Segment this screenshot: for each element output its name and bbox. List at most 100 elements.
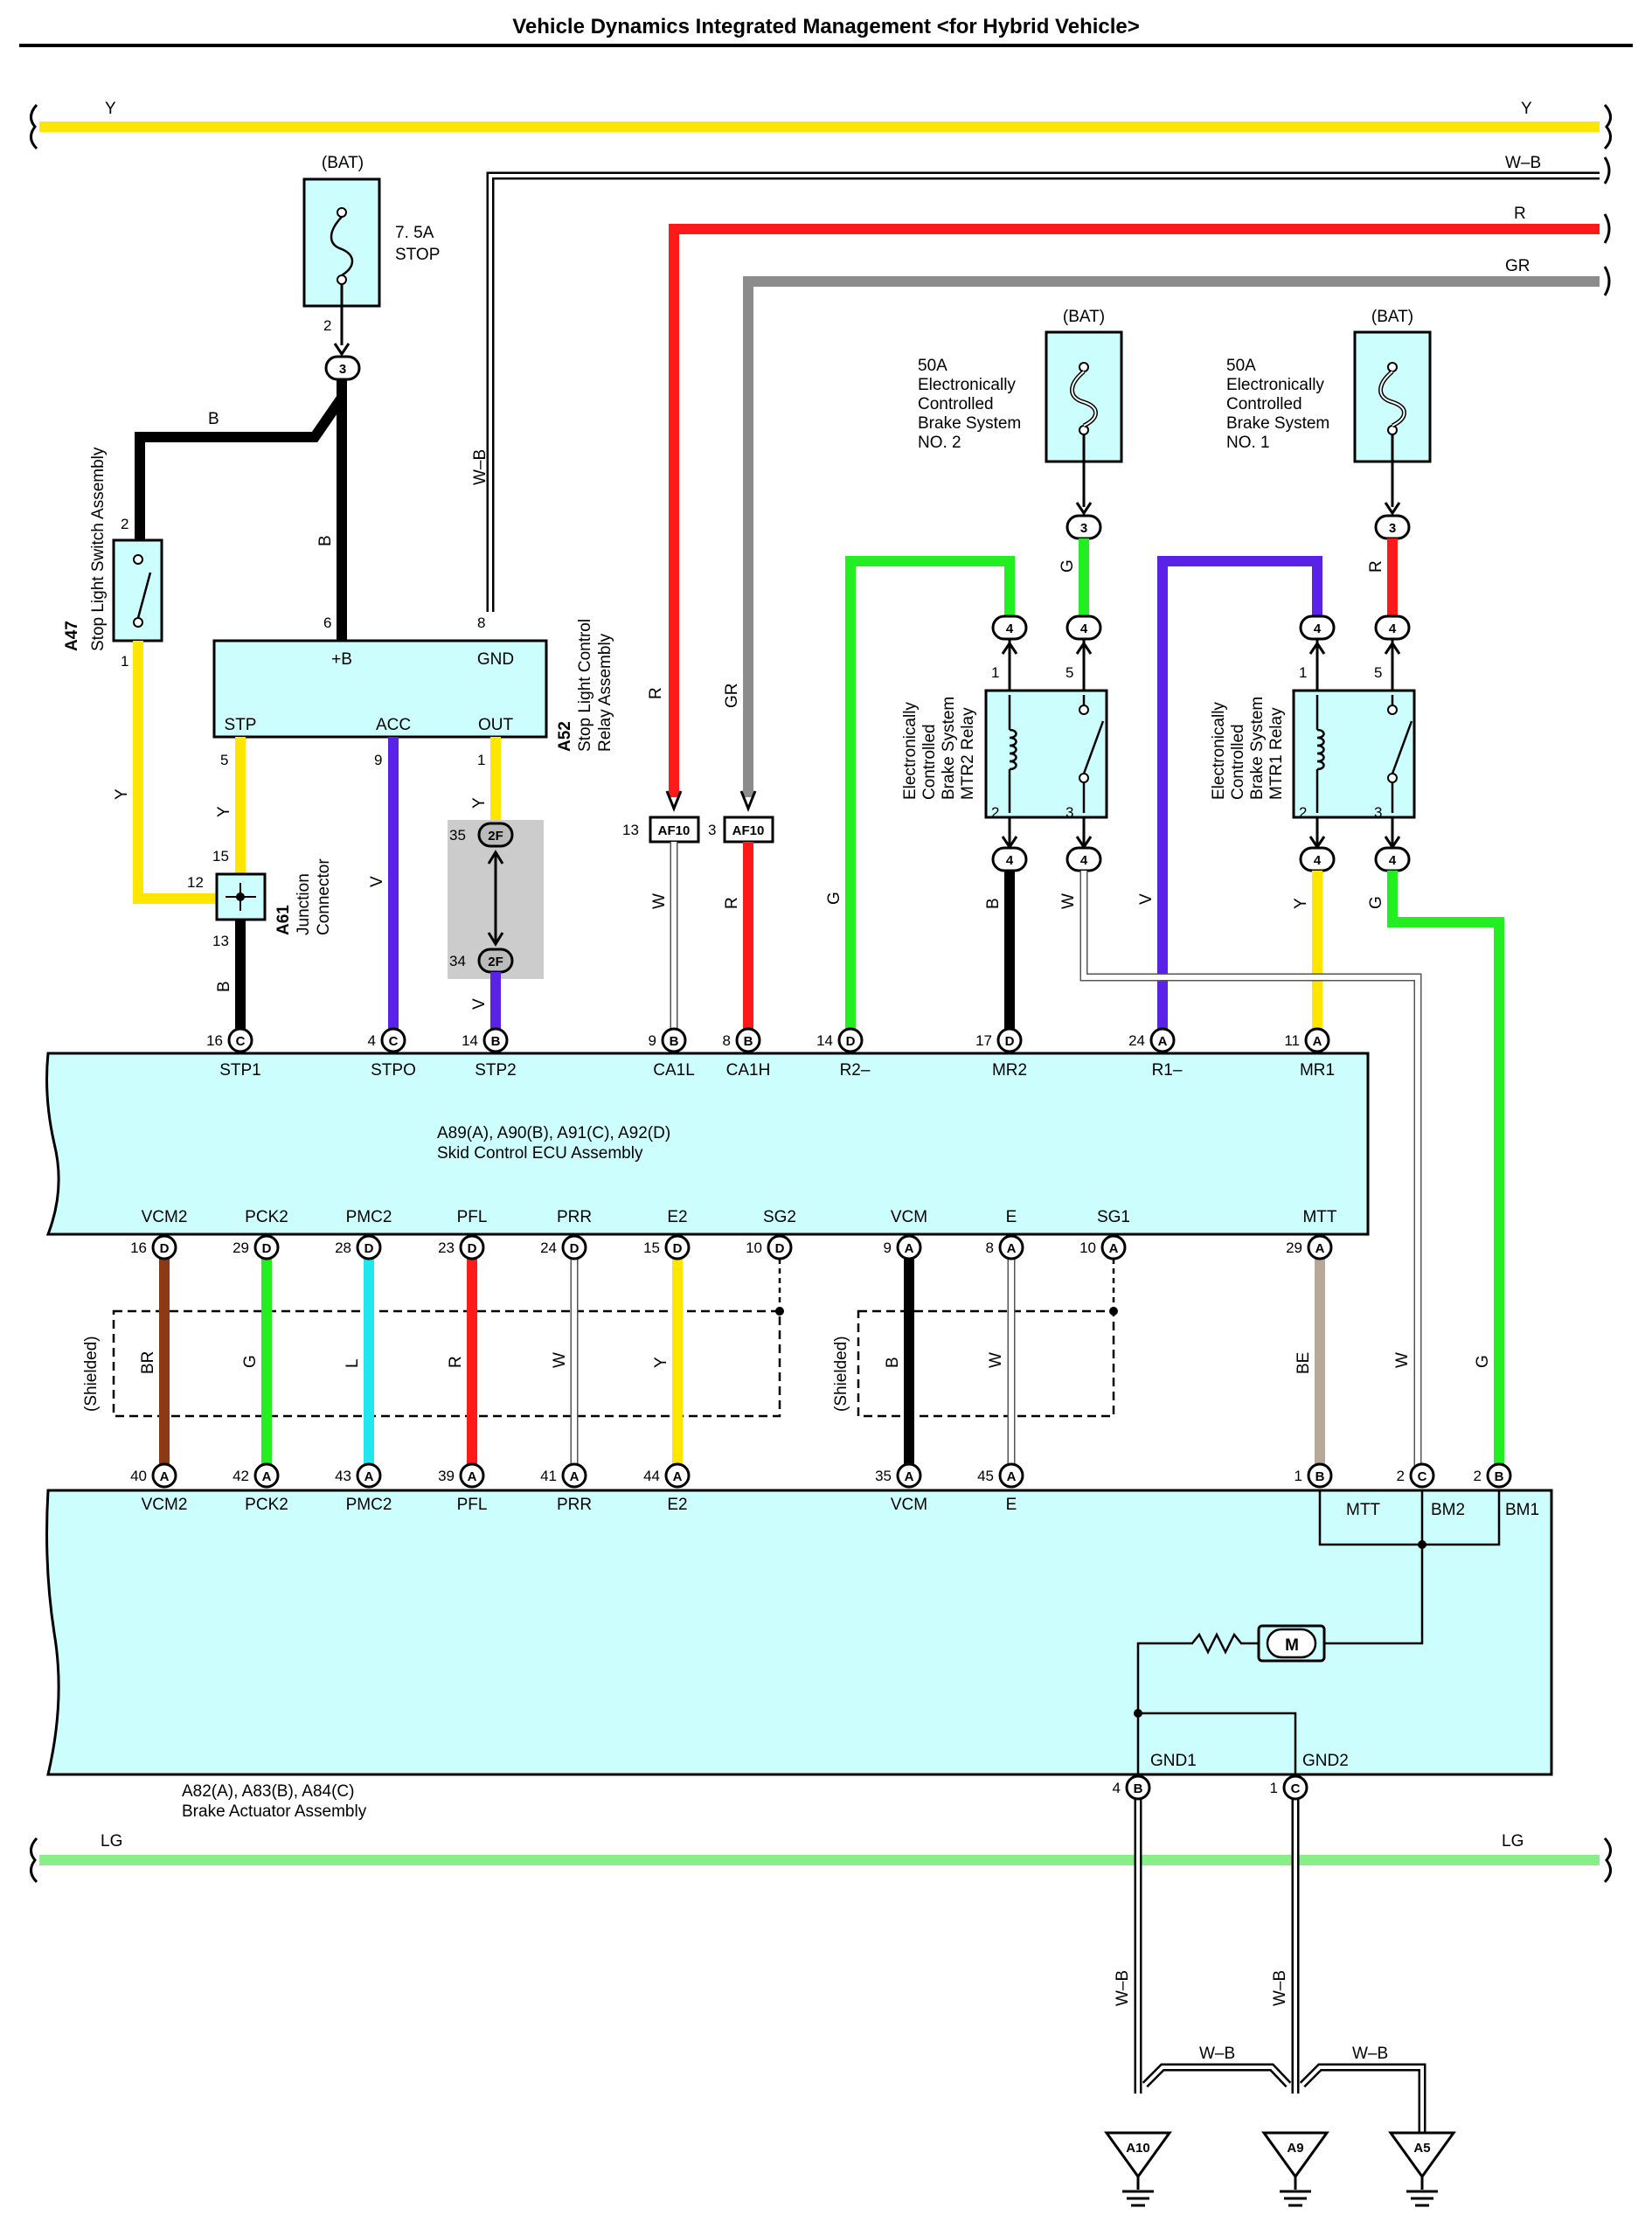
svg-text:24: 24 <box>1128 1032 1145 1049</box>
wire-wb-gnd: W–B W–B <box>471 154 1611 612</box>
wire-b-stp1: B <box>215 920 246 1029</box>
act-top-pin: C2 <box>1397 1462 1435 1489</box>
svg-text:A: A <box>905 1241 914 1256</box>
fuse-mtr2-bat: (BAT) <box>1063 308 1105 326</box>
fuse-mtr1-line4: NO. 1 <box>1226 434 1270 452</box>
svg-text:E: E <box>1006 1208 1017 1226</box>
v-label-r1: V <box>1137 893 1156 905</box>
svg-text:A: A <box>1109 1241 1119 1256</box>
act-top-pin: B2 <box>1474 1462 1512 1489</box>
motor-label: M <box>1285 1636 1299 1655</box>
page-title: Vehicle Dynamics Integrated Management <… <box>512 15 1140 38</box>
svg-text:D: D <box>160 1241 170 1256</box>
svg-text:D: D <box>673 1241 683 1256</box>
shielded-label-1: (Shielded) <box>82 1336 101 1412</box>
svg-text:STP2: STP2 <box>475 1061 517 1080</box>
mtr1-pin1: 1 <box>1299 664 1307 681</box>
conn-af10: AF10 13 AF10 3 W R <box>622 816 774 1029</box>
act-bottom-pin-c: C <box>1291 1781 1301 1796</box>
svg-text:41: 41 <box>540 1468 557 1484</box>
b-label-mr2: B <box>984 898 1003 909</box>
svg-text:CA1L: CA1L <box>653 1061 695 1080</box>
fuse-mtr1-conn: 3 <box>1389 521 1396 536</box>
svg-text:C: C <box>236 1034 246 1049</box>
wb-bus-label: W–B <box>1505 154 1541 172</box>
svg-text:B: B <box>670 1034 679 1049</box>
g-label-mtr2: G <box>1059 559 1077 573</box>
mtr2-line3: MTR2 Relay <box>959 707 977 800</box>
w-label-ca1l: W <box>650 893 669 909</box>
svg-text:D: D <box>468 1241 477 1256</box>
mtr1-pin3: 3 <box>1374 804 1382 821</box>
svg-text:A: A <box>364 1469 374 1484</box>
a52-pin5: 5 <box>220 752 228 768</box>
svg-text:D: D <box>364 1241 374 1256</box>
wire-b-stop: B B <box>135 379 347 651</box>
svg-text:45: 45 <box>977 1468 994 1484</box>
relay-conns-top: 4 4 4 4 <box>991 615 1411 641</box>
w-label-e: W <box>987 1352 1005 1368</box>
svg-text:PRR: PRR <box>557 1496 592 1514</box>
svg-text:B: B <box>744 1034 753 1049</box>
svg-text:CA1H: CA1H <box>726 1061 771 1080</box>
act-pin-bm2: BM2 <box>1431 1501 1465 1519</box>
a52-pin1: 1 <box>477 752 485 768</box>
fuse-mtr1-line1: Electronically <box>1226 376 1324 394</box>
wire-y-stp: Y 15 <box>212 737 246 883</box>
ecu-actuator-wires: BR G L R W Y B W BE <box>139 1259 1325 1473</box>
fuse-mtr1-line2: Controlled <box>1226 395 1302 413</box>
act-top-pin: B1 <box>1295 1462 1333 1489</box>
fuse-stop: (BAT) 7. 5A STOP 2 <box>302 154 440 345</box>
g-label-pck2: G <box>241 1355 260 1368</box>
svg-text:40: 40 <box>130 1468 147 1484</box>
svg-text:35: 35 <box>875 1468 892 1484</box>
shield-1: (Shielded) <box>82 1259 784 1418</box>
r-label-ca1h: R <box>723 897 741 909</box>
be-label-mtt: BE <box>1295 1352 1313 1374</box>
actuator-code: A82(A), A83(B), A84(C) <box>182 1782 354 1801</box>
ground-a9: A9 <box>1261 2131 1329 2207</box>
svg-text:MTT: MTT <box>1302 1208 1336 1226</box>
b-label-2: B <box>316 535 335 546</box>
svg-text:15: 15 <box>643 1239 660 1256</box>
mtr1-line2: Brake System <box>1248 697 1267 800</box>
a52-pin-out: OUT <box>478 716 514 734</box>
conn-3-stop: 3 <box>324 343 361 381</box>
svg-text:D: D <box>775 1241 785 1256</box>
conn-4-c: 4 <box>1314 621 1322 636</box>
ground-a10: A10 <box>1104 2131 1172 2207</box>
ecu-box: A89(A), A90(B), A91(C), A92(D) Skid Cont… <box>45 1052 1370 1236</box>
a61-name2: Connector <box>315 858 333 935</box>
wb-vert-label: W–B <box>471 449 489 485</box>
relay-mtr1: 1 5 Electronically Controlled Brake Syst… <box>1210 639 1416 872</box>
svg-text:R1–: R1– <box>1152 1061 1183 1080</box>
svg-text:1: 1 <box>1295 1468 1302 1484</box>
svg-text:PRR: PRR <box>557 1208 592 1226</box>
l-label-pmc2: L <box>344 1358 362 1368</box>
fuse-mtr2-line3: Brake System <box>918 414 1021 433</box>
svg-text:14: 14 <box>816 1032 833 1049</box>
a52-pin9: 9 <box>374 752 382 768</box>
svg-text:VCM: VCM <box>891 1496 927 1514</box>
svg-text:D: D <box>1005 1034 1015 1049</box>
fuse-mtr2-conn: 3 <box>1080 521 1087 536</box>
b-label-1: B <box>208 410 219 428</box>
mtr2-line0: Electronically <box>901 702 920 800</box>
b-label-vcm: B <box>884 1357 902 1368</box>
svg-text:PMC2: PMC2 <box>346 1496 392 1514</box>
y-label-mr1: Y <box>1292 898 1310 909</box>
mtr2-pin3: 3 <box>1065 804 1073 821</box>
act-bottom-pin-4: 4 <box>1113 1780 1121 1796</box>
svg-text:28: 28 <box>335 1239 351 1256</box>
